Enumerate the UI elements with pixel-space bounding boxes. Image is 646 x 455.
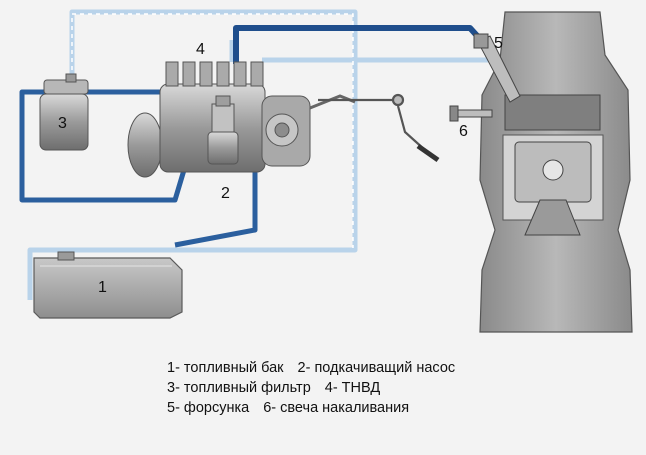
injection-pump [127,61,356,178]
injector [473,33,521,103]
lift-pump [207,95,239,165]
injection-pump-label: 4 [196,41,205,58]
fuel-filter-label: 3 [58,115,67,132]
legend-item-filter: 3- топливный фильтр [167,380,311,396]
return-fuel-lines [27,9,500,300]
pedal-linkage [318,93,440,163]
lift-pump-label: 2 [221,185,230,202]
fuel-filter [39,73,89,151]
glow-plug-label: 6 [459,123,468,140]
glow-plug [449,105,493,122]
fuel-system-diagram: 1 2 3 4 5 6 [19,9,633,333]
legend-row: 3- топливный фильтр 4- ТНВД [167,378,455,398]
legend-row: 1- топливный бак 2- подкачиващий насос [167,358,455,378]
fuel-tank [33,251,183,319]
legend-row: 5- форсунка 6- свеча накаливания [167,398,455,418]
engine-block [479,11,633,333]
tank-label: 1 [98,279,107,296]
legend-item-tnvd: 4- ТНВД [324,380,381,396]
legend: 1- топливный бак 2- подкачиващий насос 3-… [167,358,455,418]
injector-label: 5 [494,35,503,52]
return-line-dashes [71,13,354,248]
legend-item-lift-pump: 2- подкачиващий насос [297,360,456,376]
legend-item-glow-plug: 6- свеча накаливания [263,400,410,416]
legend-item-injector: 5- форсунка [167,400,250,416]
legend-item-tank: 1- топливный бак [167,360,284,376]
